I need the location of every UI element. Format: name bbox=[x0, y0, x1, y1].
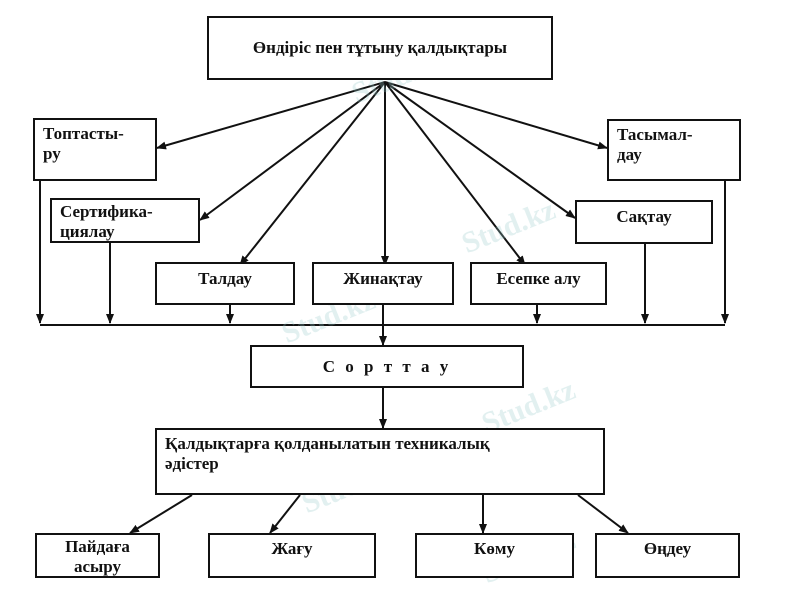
node-saktau-label: Сақтау bbox=[616, 207, 672, 226]
node-toptastyru: Топтасты- ру bbox=[33, 118, 157, 181]
node-sertifikat-label: Сертифика- циялау bbox=[60, 202, 153, 241]
node-zhagu-label: Жағу bbox=[271, 539, 313, 558]
node-sorttau-label: С о р т т а у bbox=[322, 356, 452, 376]
node-zhagu: Жағу bbox=[208, 533, 376, 578]
node-taldau: Талдау bbox=[155, 262, 295, 305]
node-esepke-alu-label: Есепке алу bbox=[496, 269, 581, 288]
node-ondeu-label: Өңдеу bbox=[643, 539, 692, 558]
node-toptastyru-label: Топтасты- ру bbox=[43, 124, 124, 163]
node-taldau-label: Талдау bbox=[198, 269, 252, 288]
node-paidaga-asyru-label: Пайдаға асыру bbox=[65, 537, 130, 576]
node-sertifikat: Сертифика- циялау bbox=[50, 198, 200, 243]
node-root: Өндіріс пен тұтыну қалдықтары bbox=[207, 16, 553, 80]
node-esepke-alu: Есепке алу bbox=[470, 262, 607, 305]
node-adister: Қалдықтарға қолданылатын техникалық әдіс… bbox=[155, 428, 605, 495]
node-zhinaktau: Жинақтау bbox=[312, 262, 454, 305]
node-adister-label: Қалдықтарға қолданылатын техникалық әдіс… bbox=[165, 434, 490, 473]
node-paidaga-asyru: Пайдаға асыру bbox=[35, 533, 160, 578]
node-ondeu: Өңдеу bbox=[595, 533, 740, 578]
node-root-label: Өндіріс пен тұтыну қалдықтары bbox=[252, 38, 508, 57]
node-komu-label: Көму bbox=[474, 539, 515, 558]
node-komu: Көму bbox=[415, 533, 574, 578]
node-saktau: Сақтау bbox=[575, 200, 713, 244]
node-sorttau: С о р т т а у bbox=[250, 345, 524, 388]
node-tasymaldau-label: Тасымал- дау bbox=[617, 125, 693, 164]
node-tasymaldau: Тасымал- дау bbox=[607, 119, 741, 181]
node-zhinaktau-label: Жинақтау bbox=[343, 269, 423, 288]
